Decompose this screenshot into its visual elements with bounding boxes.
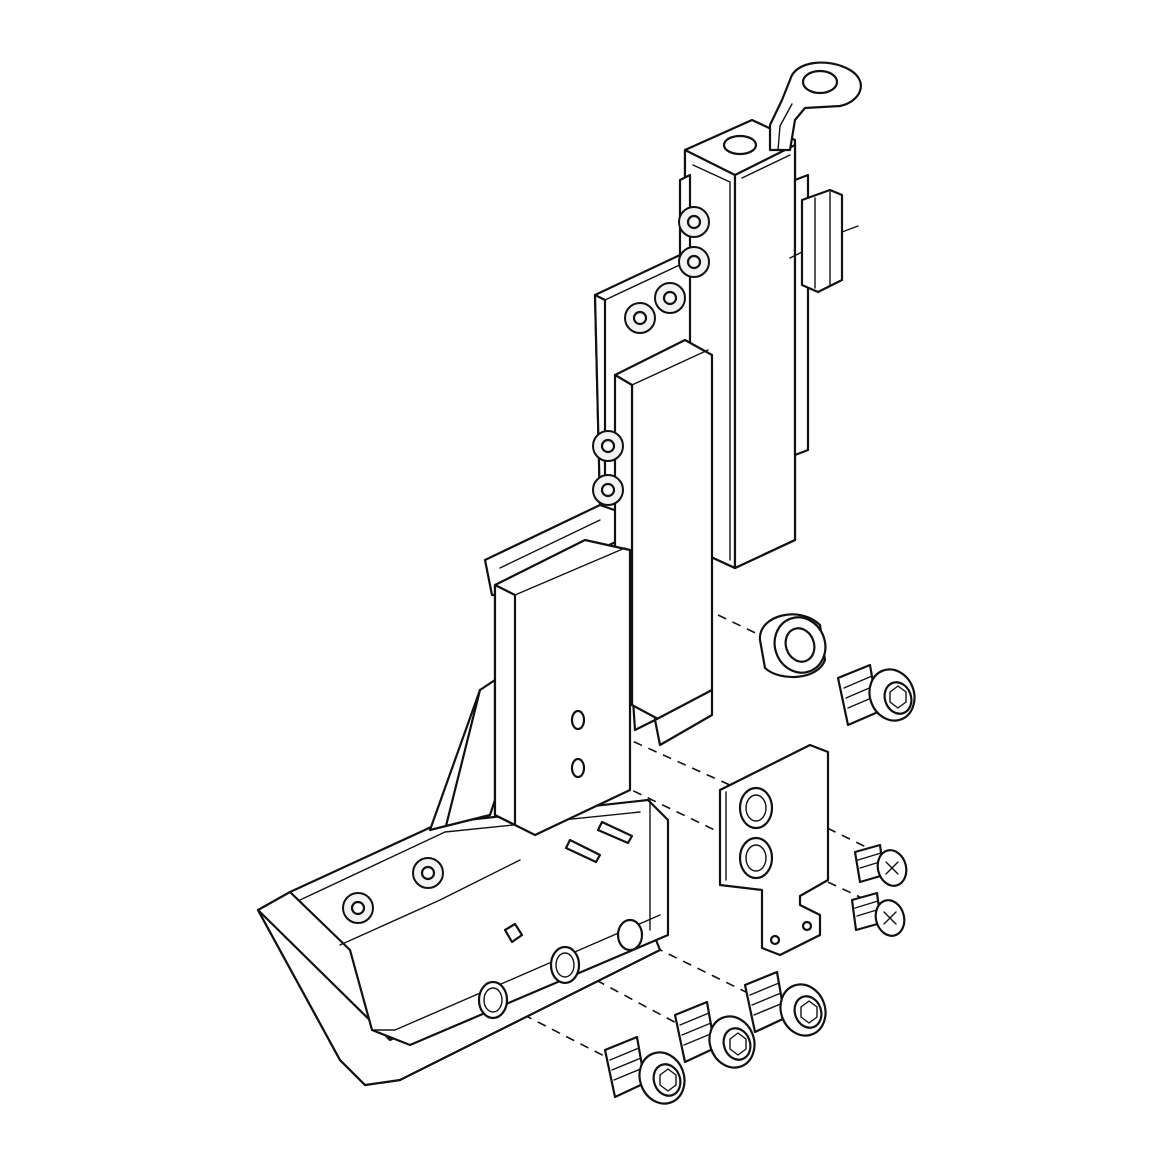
countersunk-screw-lower: [850, 891, 906, 937]
mounted-screw-7: [412, 857, 444, 889]
mounted-screw-1: [678, 206, 710, 238]
mounting-plate: [718, 743, 830, 957]
mounted-screws: [342, 206, 710, 924]
eyelet-hole: [801, 69, 839, 95]
foot-holes: [477, 918, 644, 1020]
cap-screw-lower-left: [603, 1035, 686, 1105]
foot-hole-right: [616, 918, 644, 952]
foot-hole-left: [477, 980, 509, 1020]
pin-right: [596, 820, 634, 845]
mounted-screw-5: [592, 430, 624, 462]
block-hole-upper: [570, 709, 586, 731]
pin-left: [564, 838, 602, 864]
foot-plate: [256, 798, 670, 1087]
mounted-screw-4: [624, 302, 656, 334]
mounted-screw-3: [654, 282, 686, 314]
lower-spacer-block: [493, 538, 632, 837]
side-clip: [789, 188, 859, 294]
mounted-screw-8: [342, 892, 374, 924]
spacer-sleeve: [758, 613, 827, 679]
eyelet-hook: [768, 61, 862, 152]
foot-side-flange: [428, 678, 497, 832]
cap-screw-lower-right: [743, 970, 827, 1037]
alignment-pins: [564, 820, 634, 864]
block-hole-lower: [570, 757, 586, 779]
foot-slot: [503, 922, 524, 944]
mounted-screw-6: [592, 474, 624, 506]
mounted-screw-2: [678, 246, 710, 278]
cap-screw-upper: [836, 663, 916, 727]
column-top-hole: [722, 134, 758, 156]
cap-screw-lower-middle: [673, 1000, 756, 1069]
countersunk-screw-upper: [853, 843, 908, 887]
foot-hole-middle: [549, 945, 581, 985]
upper-spacer-block: [613, 338, 714, 747]
